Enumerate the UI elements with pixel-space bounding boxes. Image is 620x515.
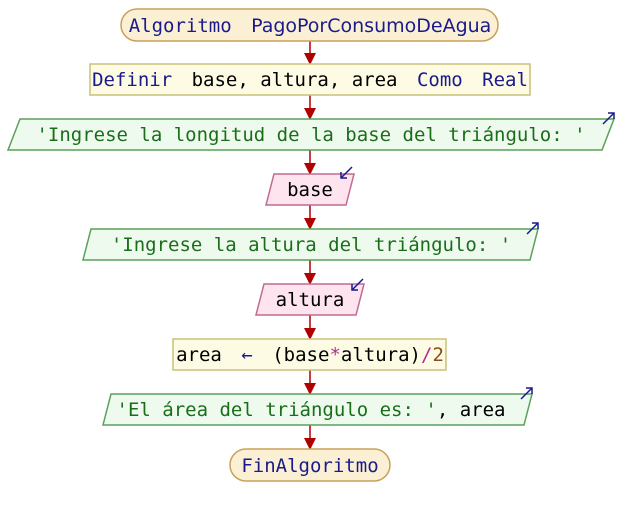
assign-operator-mult: * [329, 344, 340, 366]
assign-operand-b: altura [341, 344, 410, 366]
svg-text:'El área del triángulo es: ',: 'El área del triángulo es: ', area [117, 399, 506, 421]
assign-target: area [176, 344, 222, 366]
output-arrow-icon [520, 387, 533, 400]
algorithm-name: PagoPorConsumoDeAgua [251, 15, 491, 37]
assign-operator-div: / [421, 344, 432, 366]
input-1-var: base [287, 179, 333, 201]
start-node[interactable]: Algoritmo PagoPorConsumoDeAgua [120, 8, 499, 42]
output-arrow-icon [526, 222, 539, 235]
assign-arrow: ← [241, 344, 252, 366]
assign-process-shape [172, 338, 447, 371]
output-node-2[interactable]: 'Ingrese la altura del triángulo: ' [82, 222, 539, 261]
assign-close-paren: ) [410, 344, 421, 366]
input-2-shape [255, 283, 365, 316]
define-process-shape [89, 63, 531, 96]
output-3-var: area [460, 399, 506, 421]
output-node-3[interactable]: 'El área del triángulo es: ', area [102, 387, 533, 426]
assign-node[interactable]: area ← (base*altura)/2 [172, 338, 447, 371]
end-node[interactable]: FinAlgoritmo [229, 448, 391, 482]
output-3-separator: , [437, 399, 460, 421]
assign-operand-a: base [284, 344, 330, 366]
output-3-text: 'El área del triángulo es: ' [117, 399, 437, 421]
svg-text:Algoritmo PagoPorConsumo: Algoritmo PagoPorConsumoDeAgua [129, 15, 492, 37]
define-como-keyword: Como [417, 69, 463, 91]
input-1-shape [265, 173, 355, 206]
output-3-shape [102, 393, 533, 426]
define-node[interactable]: Definir base, altura, area Como Real [89, 63, 531, 96]
output-2-text: 'Ingrese la altura del triángulo: ' [111, 234, 511, 256]
output-1-text: 'Ingrese la longitud de la base del triá… [36, 124, 585, 146]
define-vars: base, altura, area [192, 69, 398, 91]
output-2-shape [82, 228, 539, 261]
start-keyword: Algoritmo [129, 15, 232, 37]
output-node-1[interactable]: 'Ingrese la longitud de la base del triá… [6, 112, 616, 151]
svg-text:Definir base, altura, ar: Definir base, altura, area Como Real [92, 69, 528, 91]
start-terminal-shape [120, 8, 499, 42]
input-2-var: altura [276, 289, 345, 311]
svg-text:area ← (base*altur: area ← (base*altura)/2 [176, 344, 444, 366]
end-terminal-shape [229, 448, 391, 482]
define-keyword: Definir [92, 69, 172, 91]
input-arrow-icon [351, 278, 364, 291]
end-keyword: FinAlgoritmo [241, 455, 378, 477]
output-1-shape [6, 118, 616, 151]
input-node-2[interactable]: altura [255, 278, 365, 316]
assign-open-paren: ( [272, 344, 283, 366]
input-arrow-icon [340, 166, 353, 179]
assign-number: 2 [432, 344, 443, 366]
output-arrow-icon [602, 112, 615, 125]
input-node-1[interactable]: base [265, 166, 355, 206]
define-type: Real [482, 69, 528, 91]
